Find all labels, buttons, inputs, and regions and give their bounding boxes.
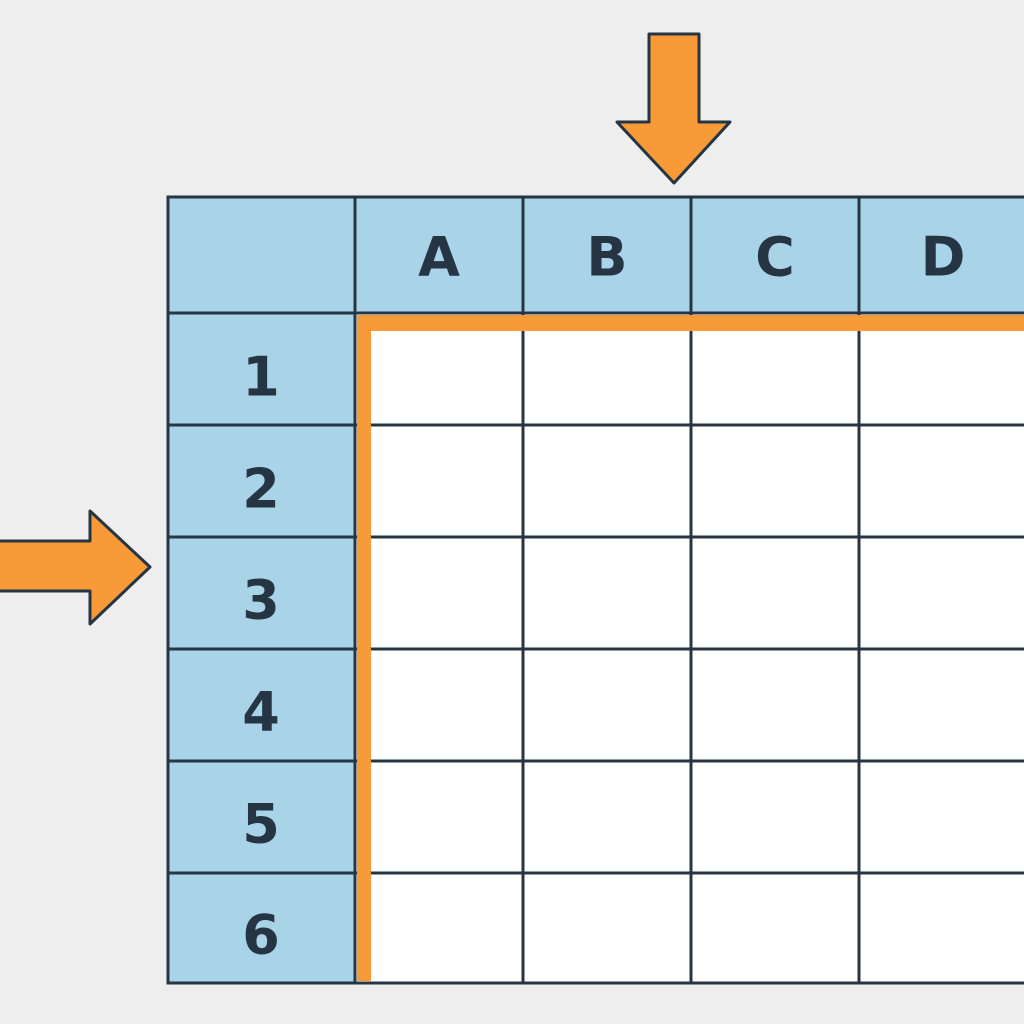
row-header-6[interactable]: 6 bbox=[166, 871, 357, 985]
row-header-column: 1 2 3 4 5 6 bbox=[166, 311, 357, 985]
cell-b5[interactable] bbox=[521, 759, 693, 875]
cell-c3[interactable] bbox=[689, 535, 861, 651]
cell-b6[interactable] bbox=[521, 871, 693, 985]
column-header-label: B bbox=[586, 226, 627, 289]
cell-d2[interactable] bbox=[857, 423, 1024, 539]
cell-d1[interactable] bbox=[857, 311, 1024, 427]
column-header-label: A bbox=[418, 226, 460, 289]
cell-b2[interactable] bbox=[521, 423, 693, 539]
column-header-a[interactable]: A bbox=[353, 195, 525, 315]
cell-a1[interactable] bbox=[353, 311, 525, 427]
cell-c6[interactable] bbox=[689, 871, 861, 985]
row-pointer-arrow-icon bbox=[0, 509, 152, 626]
cell-grid bbox=[353, 311, 1024, 985]
cell-a3[interactable] bbox=[353, 535, 525, 651]
selection-highlight bbox=[357, 315, 1024, 981]
column-header-row: A B C D bbox=[353, 195, 1024, 315]
row-header-label: 4 bbox=[242, 681, 280, 744]
row-header-4[interactable]: 4 bbox=[166, 647, 357, 763]
cell-a5[interactable] bbox=[353, 759, 525, 875]
cell-a2[interactable] bbox=[353, 423, 525, 539]
highlight-top-bar bbox=[357, 315, 1024, 331]
cell-c1[interactable] bbox=[689, 311, 861, 427]
cell-c5[interactable] bbox=[689, 759, 861, 875]
column-pointer-arrow-icon bbox=[615, 32, 732, 185]
column-header-label: D bbox=[921, 226, 966, 289]
row-header-label: 3 bbox=[242, 569, 280, 632]
cell-d5[interactable] bbox=[857, 759, 1024, 875]
column-header-b[interactable]: B bbox=[521, 195, 693, 315]
cell-a6[interactable] bbox=[353, 871, 525, 985]
column-header-c[interactable]: C bbox=[689, 195, 861, 315]
row-header-5[interactable]: 5 bbox=[166, 759, 357, 875]
cell-d4[interactable] bbox=[857, 647, 1024, 763]
row-header-label: 1 bbox=[242, 346, 280, 409]
cell-a4[interactable] bbox=[353, 647, 525, 763]
corner-cell bbox=[166, 195, 357, 315]
row-header-label: 6 bbox=[242, 904, 280, 967]
column-header-label: C bbox=[755, 226, 795, 289]
row-header-label: 5 bbox=[242, 793, 280, 856]
cell-b4[interactable] bbox=[521, 647, 693, 763]
cell-c4[interactable] bbox=[689, 647, 861, 763]
cell-d3[interactable] bbox=[857, 535, 1024, 651]
row-header-3[interactable]: 3 bbox=[166, 535, 357, 651]
cell-c2[interactable] bbox=[689, 423, 861, 539]
row-header-2[interactable]: 2 bbox=[166, 423, 357, 539]
cell-b1[interactable] bbox=[521, 311, 693, 427]
cell-d6[interactable] bbox=[857, 871, 1024, 985]
row-header-1[interactable]: 1 bbox=[166, 311, 357, 427]
column-header-d[interactable]: D bbox=[857, 195, 1024, 315]
highlight-left-bar bbox=[357, 315, 371, 981]
cell-b3[interactable] bbox=[521, 535, 693, 651]
row-header-label: 2 bbox=[242, 458, 280, 521]
